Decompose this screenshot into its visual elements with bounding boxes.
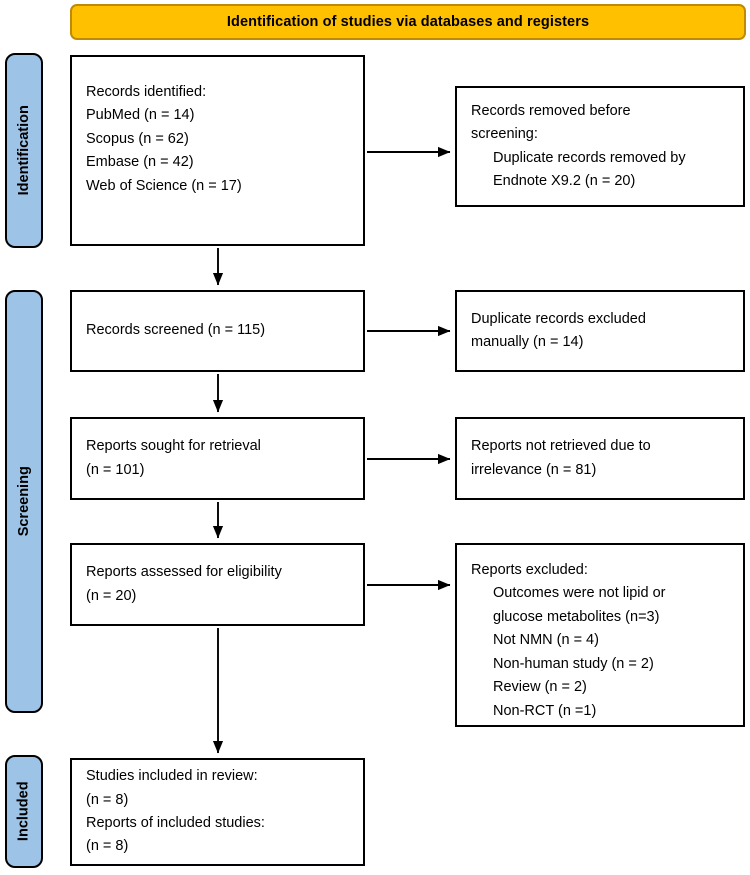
box-line: Duplicate records removed by [493,149,686,166]
box-line: Web of Science (n = 17) [86,177,242,194]
box-line: Non-human study (n = 2) [493,655,654,672]
records-screened-box: Records screened (n = 115) [70,290,365,372]
box-line: Records identified: [86,84,207,100]
reports-not-retrieved-box: Reports not retrieved due to irrelevance… [455,417,745,500]
box-line: (n = 8) [86,791,129,808]
stage-label-included-text: Included [15,781,32,842]
box-line: manually (n = 14) [471,334,584,350]
duplicate-records-excluded-box: Duplicate records excluded manually (n =… [455,290,745,372]
box-line: (n = 101) [86,461,145,478]
stage-label-screening-text: Screening [15,466,32,537]
box-line: Reports not retrieved due to [471,438,651,455]
reports-excluded-box: Reports excluded: Outcomes were not lipi… [455,543,745,727]
stage-label-screening: Screening [5,290,43,713]
reports-assessed-box: Reports assessed for eligibility (n = 20… [70,543,365,626]
box-line: Outcomes were not lipid or [493,585,666,602]
box-line: screening: [471,126,538,143]
box-line: Non-RCT (n =1) [493,702,597,719]
box-line: Reports sought for retrieval [86,438,261,455]
box-line: PubMed (n = 14) [86,107,195,124]
stage-label-identification: Identification [5,53,43,248]
box-line: (n = 8) [86,838,129,855]
box-line: glucose metabolites (n=3) [493,608,660,625]
box-line: Endnote X9.2 (n = 20) [493,172,636,189]
section-header-title: Identification of studies via databases … [226,14,590,30]
box-line: Review (n = 2) [493,679,587,696]
section-header-identification: Identification of studies via databases … [70,4,746,40]
records-identified-box: Records identified: PubMed (n = 14) Scop… [70,55,365,246]
box-line: Scopus (n = 62) [86,130,189,147]
stage-label-identification-text: Identification [15,105,32,196]
box-line: Not NMN (n = 4) [493,632,599,649]
box-line: Duplicate records excluded [471,310,646,327]
box-line: Reports of included studies: [86,815,265,831]
box-line: Reports excluded: [471,562,588,578]
box-line: Reports assessed for eligibility [86,564,282,581]
box-line: Studies included in review: [86,768,258,785]
box-line: Records screened (n = 115) [86,322,266,339]
stage-label-included: Included [5,755,43,868]
box-line: irrelevance (n = 81) [471,461,597,478]
reports-sought-box: Reports sought for retrieval (n = 101) [70,417,365,500]
box-line: (n = 20) [86,587,137,604]
box-line: Records removed before [471,102,631,119]
box-line: Embase (n = 42) [86,154,194,171]
studies-included-box: Studies included in review: (n = 8) Repo… [70,758,365,866]
records-removed-box: Records removed before screening: Duplic… [455,86,745,207]
